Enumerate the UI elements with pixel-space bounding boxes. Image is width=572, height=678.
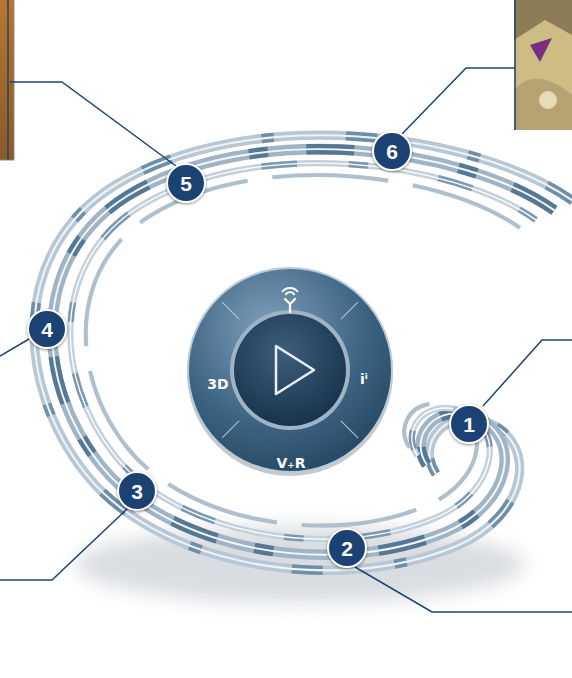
callout-number: 3 — [131, 481, 143, 502]
callout-circle: 4 — [27, 309, 67, 349]
dial-label: 3D — [207, 377, 228, 391]
swirl-rings — [34, 135, 572, 570]
callout-circle: 2 — [327, 528, 367, 568]
leader-lines — [0, 68, 572, 612]
dial-label: iⁱ — [360, 372, 368, 386]
callout-number: 6 — [386, 141, 398, 162]
callout-number: 2 — [341, 538, 353, 559]
callout-circle: 1 — [449, 404, 489, 444]
thumbnail-right — [514, 0, 572, 130]
callout-number: 1 — [463, 414, 475, 435]
dial-label: V₊R — [276, 456, 305, 470]
compass-dial: 3D iⁱV₊R — [184, 264, 396, 476]
dial-graphic — [184, 264, 396, 476]
thumbnail-left — [0, 0, 14, 160]
callout-circle: 5 — [166, 163, 206, 203]
callout-circle: 6 — [372, 131, 412, 171]
callout-number: 5 — [180, 173, 192, 194]
callout-number: 4 — [41, 319, 53, 340]
callout-circle: 3 — [117, 471, 157, 511]
